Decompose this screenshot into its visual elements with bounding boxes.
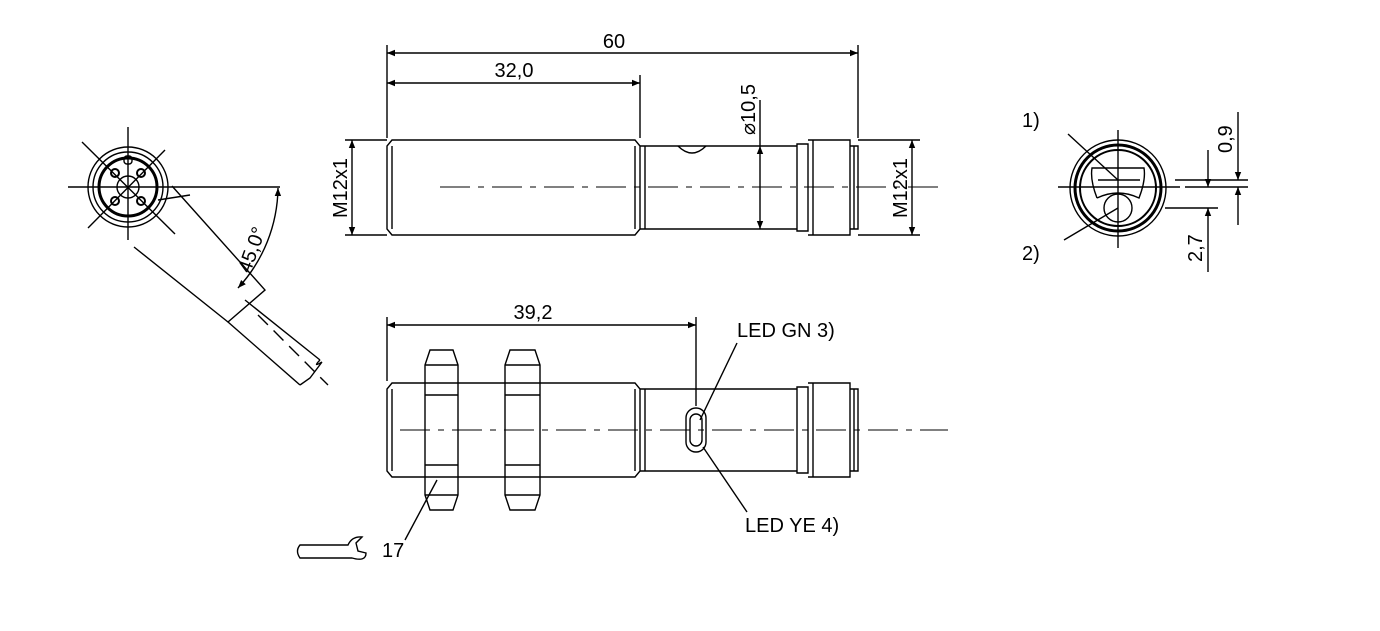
hex-nut	[424, 349, 459, 511]
note-1-label: 1)	[1022, 110, 1040, 132]
led-yellow-label: LED YE 4)	[745, 515, 839, 537]
wrench-size-label: 17	[382, 540, 404, 562]
offset-1-dimension: 0,9	[1215, 125, 1237, 153]
sensor-top-view: 60 32,0 ⌀10,5 M12x1 M12x1	[330, 31, 945, 236]
angle-dimension: 45,0°	[234, 224, 271, 276]
sensor-front-view: 1) 2) 0,9 2,7	[1022, 110, 1248, 272]
thread-length-dimension: 32,0	[495, 60, 534, 82]
hex-nut	[504, 349, 541, 511]
led-window	[685, 407, 707, 453]
sensor-side-view: 39,2 LED GN 3) LED YE 4) 17	[296, 302, 948, 562]
led-green-label: LED GN 3)	[737, 320, 835, 342]
thread-right-dimension: M12x1	[890, 158, 912, 218]
overall-length-dimension: 60	[603, 31, 625, 53]
thread-left-dimension: M12x1	[330, 158, 352, 218]
note-2-label: 2)	[1022, 243, 1040, 265]
wrench-icon	[296, 536, 367, 560]
diameter-dimension: ⌀10,5	[738, 84, 760, 135]
offset-2-dimension: 2,7	[1185, 234, 1207, 262]
connector-end-view: 45,0°	[68, 127, 329, 386]
led-position-dimension: 39,2	[514, 302, 553, 324]
